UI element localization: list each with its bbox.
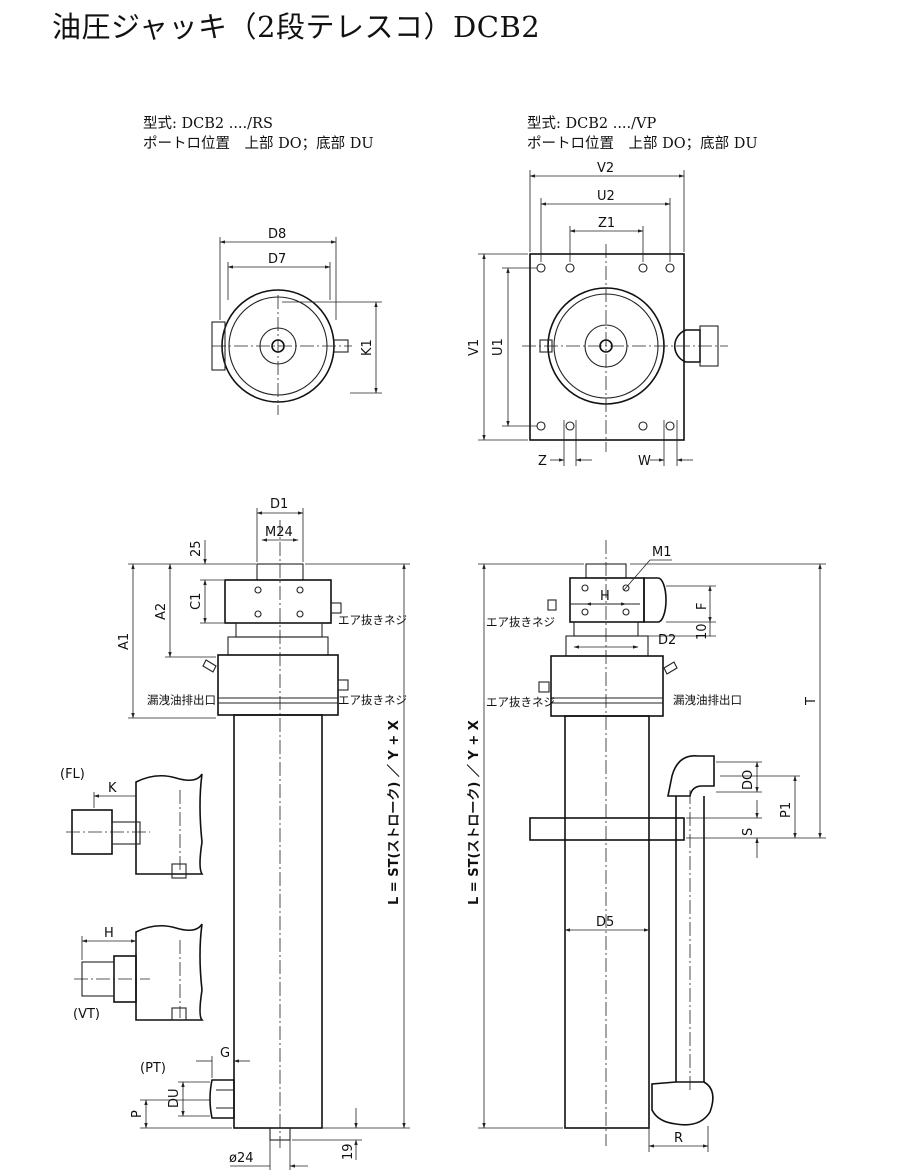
right-model: 型式: DCB2 ..../VP — [527, 116, 657, 132]
dim-du: DU — [167, 1088, 182, 1108]
top-view-vp: V2 U2 Z1 V1 U1 Z W — [467, 161, 728, 469]
leak-outlet-label: 漏洩油排出口 — [147, 693, 216, 707]
air-vent-label-2: エア抜きネジ — [338, 693, 407, 707]
dim-c1: C1 — [189, 593, 204, 610]
dim-k: K — [108, 781, 117, 796]
right-model-caption: 型式: DCB2 ..../VP ポートロ位置 上部 DO；底部 DU — [527, 114, 758, 154]
dim-a1: A1 — [117, 633, 132, 650]
dim-d5: D5 — [596, 915, 614, 930]
dim-h-right: H — [600, 589, 610, 604]
top-view-rs: D8 D7 K1 — [211, 227, 382, 415]
dim-stroke-left: L = ST(ストローク) ／ Y + X — [386, 720, 402, 905]
dim-10: 10 — [695, 623, 710, 640]
dim-t: T — [804, 697, 819, 706]
air-vent-label-4: エア抜きネジ — [486, 695, 555, 709]
dim-u1: U1 — [491, 338, 506, 356]
page-title: 油圧ジャッキ（2段テレスコ）DCB2 — [52, 10, 541, 44]
dim-u2: U2 — [597, 189, 615, 204]
dim-p1: P1 — [779, 802, 794, 818]
air-vent-label-1: エア抜きネジ — [338, 613, 407, 627]
dim-stroke-right: L = ST(ストローク) ／ Y + X — [466, 720, 482, 905]
dim-d1: D1 — [270, 497, 288, 512]
side-view-vp: M1 H F 10 D2 T DO P1 S D — [466, 540, 826, 1152]
dim-phi24: ø24 — [229, 1151, 254, 1166]
dim-v2: V2 — [597, 161, 614, 176]
dim-v1: V1 — [467, 339, 482, 356]
dim-19: 19 — [341, 1143, 356, 1160]
dim-m24: M24 — [265, 525, 293, 540]
right-port-position: ポートロ位置 上部 DO；底部 DU — [527, 136, 758, 152]
label-pt: (PT) — [140, 1061, 166, 1076]
dim-g: G — [220, 1046, 230, 1061]
port-detail-pt: (PT) G DU P — [130, 1046, 250, 1129]
dim-do: DO — [741, 770, 756, 790]
left-model: 型式: DCB2 ..../RS — [143, 116, 273, 132]
dim-z: Z — [538, 454, 547, 469]
dim-h-left: H — [104, 926, 114, 941]
dim-r: R — [674, 1131, 683, 1146]
label-vt: (VT) — [73, 1007, 100, 1022]
left-port-position: ポートロ位置 上部 DO；底部 DU — [143, 136, 374, 152]
label-fl: (FL) — [60, 767, 85, 782]
dim-k1: K1 — [360, 339, 375, 356]
dim-a2: A2 — [154, 603, 169, 620]
port-detail-vt: H (VT) — [73, 923, 204, 1022]
dim-m1: M1 — [652, 545, 672, 560]
dim-d7: D7 — [268, 252, 286, 267]
dim-p: P — [130, 1110, 145, 1118]
left-model-caption: 型式: DCB2 ..../RS ポートロ位置 上部 DO；底部 DU — [143, 114, 374, 154]
port-detail-fl: (FL) K — [60, 767, 204, 879]
dim-d8: D8 — [268, 227, 286, 242]
dim-25: 25 — [189, 540, 204, 557]
side-view-rs: D1 M24 25 C1 A2 A1 L = ST(ストローク) ／ Y + X… — [117, 497, 410, 1170]
leak-outlet-label-right: 漏洩油排出口 — [673, 693, 742, 707]
air-vent-label-3: エア抜きネジ — [486, 615, 555, 629]
dim-f: F — [695, 603, 710, 610]
dim-d2: D2 — [658, 633, 676, 648]
dim-z1: Z1 — [598, 216, 615, 231]
dim-w: W — [638, 454, 651, 469]
dim-s: S — [741, 828, 756, 836]
